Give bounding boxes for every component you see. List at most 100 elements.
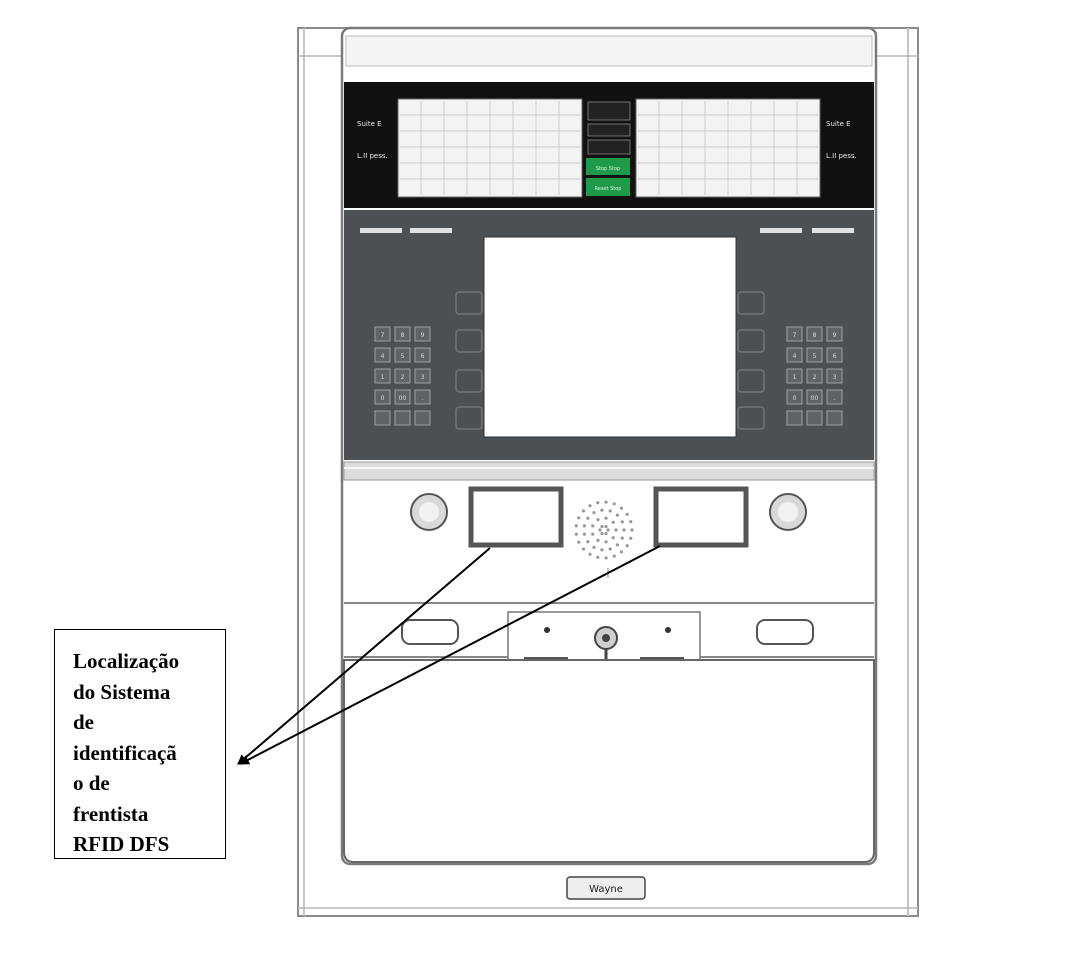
keypad-left-key[interactable]	[374, 368, 391, 384]
softkey-right-1[interactable]	[737, 291, 765, 315]
softkey-right-2[interactable]	[737, 329, 765, 353]
speaker-hole	[620, 536, 624, 540]
stop-button[interactable]	[586, 158, 630, 175]
speaker-hole	[586, 540, 590, 544]
keypad-left-key-label: 6	[421, 353, 425, 360]
speaker-hole	[577, 516, 581, 520]
keypad-right-key-label: 5	[813, 353, 817, 360]
keypad-left-key[interactable]	[394, 368, 411, 384]
speaker-hole	[615, 513, 619, 517]
chrome-rail	[343, 461, 875, 481]
callout-text: Localização do Sistema de identificaçã o…	[73, 649, 180, 856]
speaker-hole	[604, 516, 608, 520]
arrow-left-rfid	[237, 547, 491, 765]
keypad-right-key[interactable]	[806, 368, 823, 384]
keypad-right-key[interactable]	[826, 326, 843, 342]
keypad-right-key-label: 7	[793, 332, 797, 339]
keypad-right-key[interactable]	[806, 410, 823, 426]
keypad-left-key[interactable]	[394, 347, 411, 363]
keypad-right-key-label: 3	[833, 374, 837, 381]
stop-button-label: Stop Stop	[596, 166, 620, 172]
right-rfid-reader-box	[653, 486, 749, 548]
left-label-2: L.II pess.	[357, 152, 388, 160]
keypad-left-key[interactable]	[374, 347, 391, 363]
left-rfid-reader-box	[468, 486, 564, 548]
right-handle	[756, 619, 814, 645]
left-handle	[401, 619, 459, 645]
key-switch-plate	[507, 611, 701, 663]
keypad-right-key[interactable]	[786, 347, 803, 363]
speaker-hole	[592, 511, 596, 515]
keypad-left-key-label: 3	[421, 374, 425, 381]
keypad-right-key-label: 00	[811, 395, 819, 402]
softkey-left-1[interactable]	[455, 291, 483, 315]
keypad-right-key[interactable]	[786, 368, 803, 384]
speaker-hole	[615, 543, 619, 547]
brand-badge: Wayne	[566, 876, 646, 900]
speaker-hole	[629, 520, 633, 524]
keypad-right-key[interactable]	[826, 347, 843, 363]
center-indicator-3	[587, 139, 631, 155]
right-label-2: L.II pess.	[826, 152, 857, 160]
keypad-left-key[interactable]	[414, 368, 431, 384]
customer-screen	[483, 236, 737, 438]
keypad-right-key[interactable]	[806, 326, 823, 342]
speaker-hole	[574, 524, 578, 528]
softkey-left-4[interactable]	[455, 406, 483, 430]
keypad-left-key-label: .	[422, 395, 424, 402]
keypad-right-key[interactable]	[826, 368, 843, 384]
keypad-right-key[interactable]	[786, 410, 803, 426]
keypad-left-key[interactable]	[374, 389, 391, 405]
keypad-right-key[interactable]	[806, 347, 823, 363]
keypad-left-key-label: 8	[401, 332, 405, 339]
speaker-hole	[586, 516, 590, 520]
softkey-right-3[interactable]	[737, 369, 765, 393]
keypad-right-key[interactable]	[806, 389, 823, 405]
keypad-left-key-label: 1	[381, 374, 385, 381]
speaker-hole	[574, 532, 578, 536]
softkey-left-2[interactable]	[455, 329, 483, 353]
keypad-left-key[interactable]	[414, 410, 431, 426]
keypad-right-key[interactable]	[826, 410, 843, 426]
keypad-left-key[interactable]	[414, 347, 431, 363]
speaker-hole	[592, 545, 596, 549]
keypad-right-key[interactable]	[786, 389, 803, 405]
keypad-left-key[interactable]	[394, 389, 411, 405]
keypad-left-key[interactable]	[374, 410, 391, 426]
brand-label: Wayne	[589, 884, 623, 895]
keypad-left-key-label: 7	[381, 332, 385, 339]
keypad-right-key-label: .	[834, 395, 836, 402]
speaker-hole	[581, 547, 586, 551]
keypad-left-key[interactable]	[394, 410, 411, 426]
speaker-hole	[612, 502, 616, 506]
keypad-right-key-label: 1	[793, 374, 797, 381]
speaker-hole	[604, 531, 608, 536]
keypad-right-key[interactable]	[826, 389, 843, 405]
reset-button[interactable]	[586, 178, 630, 196]
softkey-left-3[interactable]	[455, 369, 483, 393]
speaker-hole	[611, 536, 615, 540]
speaker-hole	[582, 532, 587, 536]
keypad-left-key-label: 00	[399, 395, 407, 402]
keypad-left-key[interactable]	[394, 326, 411, 342]
keypad-left-key[interactable]	[414, 389, 431, 405]
keypad-left-key[interactable]	[374, 326, 391, 342]
speaker-hole	[604, 556, 608, 560]
speaker-hole	[591, 532, 595, 536]
keypad-right-key[interactable]	[786, 326, 803, 342]
softkey-right-4[interactable]	[737, 406, 765, 430]
speaker-hole	[581, 509, 586, 513]
keypad-left-key-label: 0	[381, 395, 385, 402]
sale-display-panel: Stop Stop Reset Stop Suite E L.II pess. …	[344, 82, 874, 208]
keypad-left-key-label: 9	[421, 332, 425, 339]
speaker-hole	[600, 531, 604, 536]
speaker-hole	[596, 538, 600, 542]
keypad-left-key-label: 4	[381, 353, 385, 360]
right-label-1: Suite E	[826, 120, 851, 128]
speaker-hole	[608, 547, 612, 551]
keypad-left-key[interactable]	[414, 326, 431, 342]
speaker-hole	[600, 548, 604, 552]
speaker-hole	[604, 500, 608, 504]
speaker-hole	[596, 518, 600, 522]
